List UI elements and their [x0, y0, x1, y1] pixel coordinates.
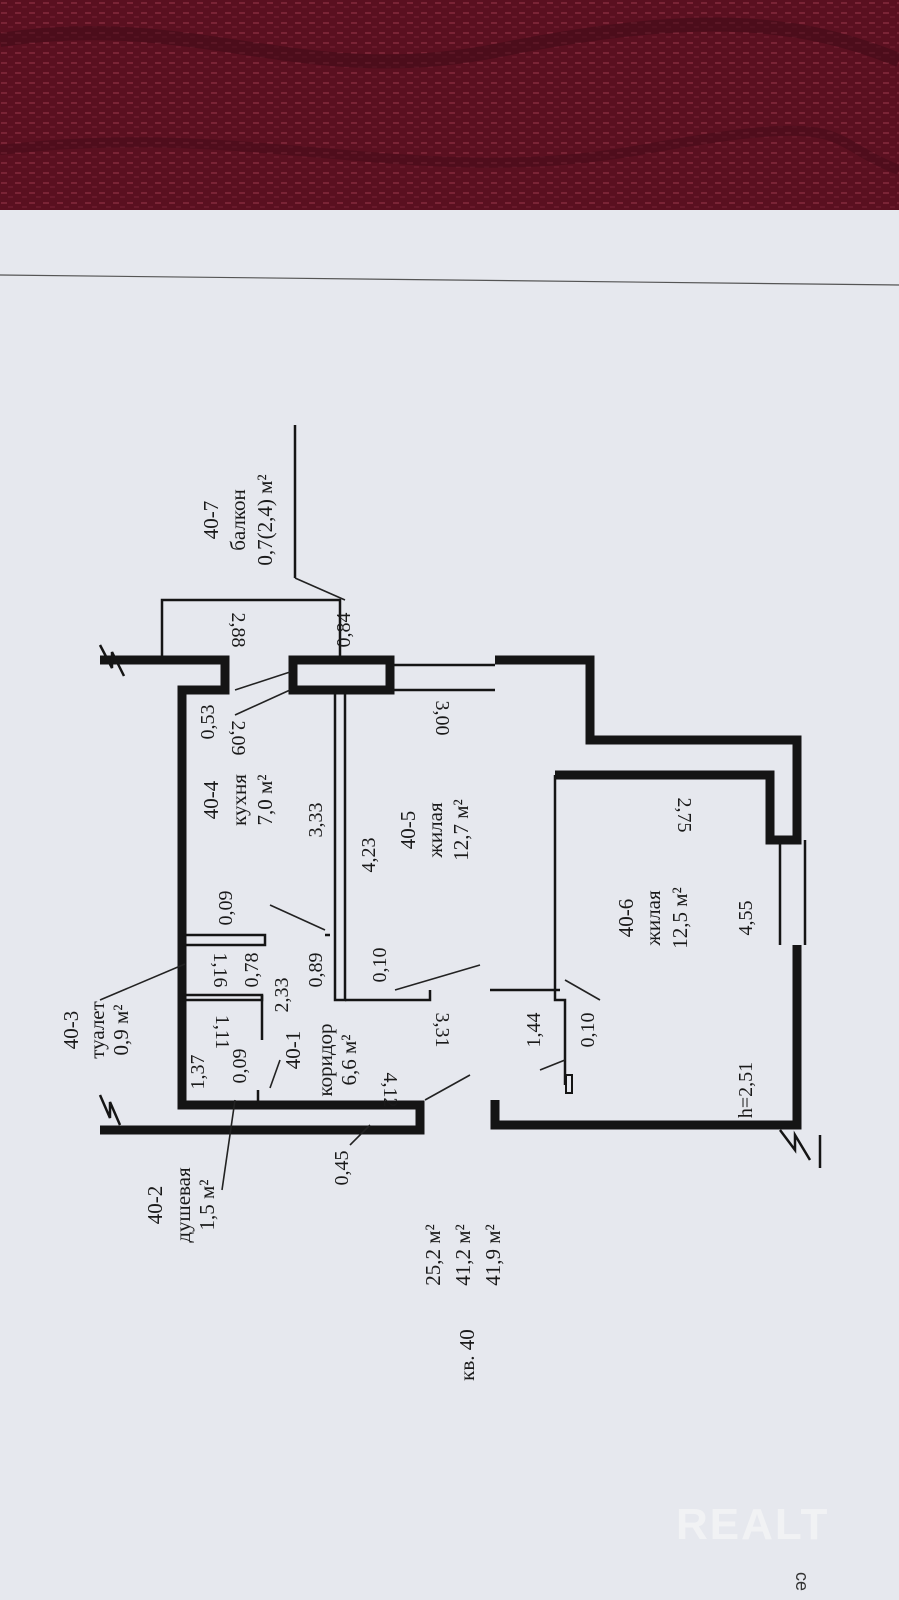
room-40-5-area: 12,7 м² [449, 799, 473, 861]
dim-4-23: 4,23 [358, 838, 380, 873]
outer-wall-right [495, 655, 802, 845]
total-living-area: 25,2 м² [421, 1224, 445, 1286]
dim-0-84: 0,84 [333, 613, 355, 648]
dim-1-11: 1,11 [211, 1015, 233, 1049]
dim-3-00: 3,00 [431, 701, 453, 736]
dim-0-89: 0,89 [305, 953, 327, 988]
total-area: 41,2 м² [451, 1224, 475, 1286]
room-40-7-id: 40-7 [199, 501, 223, 540]
partition-shower [182, 993, 264, 1002]
total-area-with-balcony: 41,9 м² [481, 1224, 505, 1286]
balcony-outline [160, 598, 342, 660]
dim-2-75: 2,75 [673, 798, 695, 833]
dim-1-37: 1,37 [187, 1055, 209, 1090]
room-40-3-area: 0,9 м² [109, 1004, 133, 1055]
room-40-7-area: 0,7(2,4) м² [253, 474, 277, 565]
leader-lines [99, 577, 601, 1191]
dim-1-44: 1,44 [523, 1013, 545, 1048]
room-40-7-name: балкон [226, 489, 250, 551]
dim-0-45: 0,45 [331, 1151, 353, 1186]
room-40-2-name: душевая [171, 1167, 195, 1243]
room-40-2-id: 40-2 [143, 1186, 167, 1225]
room-40-1-name: коридор [313, 1023, 337, 1096]
room-40-6-name: жилая [641, 890, 665, 947]
outer-wall-bottom [490, 945, 802, 1130]
dim-3-31: 3,31 [431, 1013, 453, 1048]
realt-watermark-logo: REALT [676, 1500, 830, 1549]
dim-0-10-a: 0,10 [369, 948, 391, 983]
room-40-4-name: кухня [227, 774, 251, 826]
room-40-4-area: 7,0 м² [253, 774, 277, 825]
dim-0-78: 0,78 [241, 953, 263, 988]
dim-2-88: 2,88 [227, 613, 249, 648]
floor-plan: 40-3 туалет 0,9 м² 40-2 душевая 1,5 м² 4… [0, 274, 899, 1381]
partition-kitchen-living [333, 690, 347, 1002]
corner-fragment-text: ce [792, 1572, 812, 1592]
dim-0-09-a: 0,09 [215, 891, 237, 926]
partition-living-living [553, 775, 567, 1085]
partition-toilet [182, 933, 267, 947]
room-40-6-area: 12,5 м² [668, 887, 692, 949]
dim-0-10-b: 0,10 [577, 1013, 599, 1048]
room-40-2-area: 1,5 м² [195, 1179, 219, 1230]
ceiling-height: h=2,51 [735, 1062, 757, 1118]
room-40-1-id: 40-1 [281, 1031, 305, 1070]
dim-2-33: 2,33 [271, 978, 293, 1013]
fabric-background [0, 0, 899, 230]
plan-paper: 40-3 туалет 0,9 м² 40-2 душевая 1,5 м² 4… [0, 210, 899, 1600]
room-40-6-id: 40-6 [614, 899, 638, 938]
outer-wall-left [100, 655, 425, 1135]
dim-1-16: 1,16 [209, 953, 231, 988]
sheet-border-line [0, 274, 899, 286]
room-40-1-area: 6,6 м² [337, 1034, 361, 1085]
dim-3-33: 3,33 [305, 803, 327, 838]
room-40-5-name: жилая [423, 802, 447, 859]
dim-4-12: 4,12 [379, 1073, 401, 1108]
room-40-5-id: 40-5 [396, 811, 420, 850]
dim-2-09: 2,09 [227, 721, 249, 756]
apartment-number: кв. 40 [455, 1329, 479, 1381]
dim-0-53: 0,53 [197, 705, 219, 740]
dim-4-55: 4,55 [735, 901, 757, 936]
room-40-3-name: туалет [85, 1001, 109, 1059]
dim-0-09-b: 0,09 [229, 1049, 251, 1084]
room-40-4-id: 40-4 [199, 780, 223, 819]
room-40-3-id: 40-3 [59, 1011, 83, 1050]
outer-wall-kitchen-window [288, 655, 395, 695]
